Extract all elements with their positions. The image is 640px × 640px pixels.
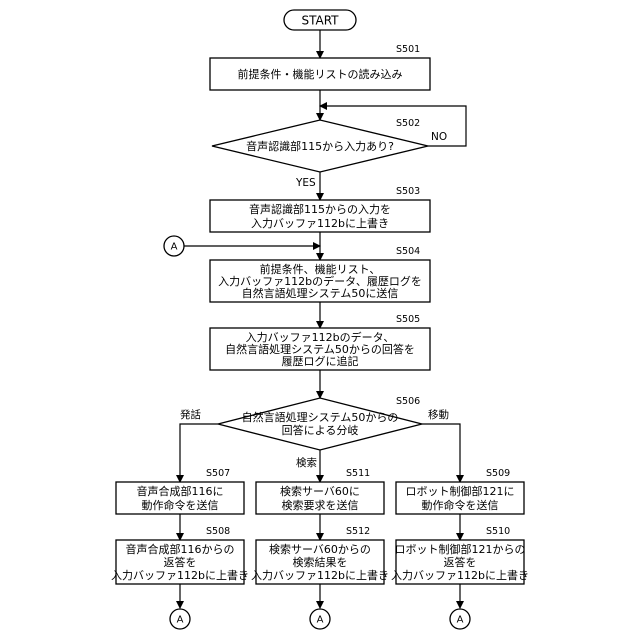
step-s505-text-2: 自然言語処理システム50からの回答を (225, 342, 415, 356)
step-s503-text-1: 音声認識部115からの入力を (249, 202, 391, 216)
step-s509-text-2: 動作命令を送信 (422, 498, 499, 512)
connector-a-exit-right-label: A (457, 615, 464, 626)
step-s509-id: S509 (486, 468, 510, 479)
step-s506-text-2: 回答による分岐 (282, 423, 359, 437)
step-s508-text-3: 入力バッファ112bに上書き (111, 568, 249, 582)
step-s501-id: S501 (396, 44, 420, 55)
step-s503-id: S503 (396, 186, 420, 197)
step-s504-text-2: 入力バッファ112bのデータ、履歴ログを (218, 274, 422, 288)
step-s511-text-1: 検索サーバ60に (280, 484, 360, 498)
step-s512-text-2: 検索結果を (293, 555, 348, 569)
branch-speech-label: 発話 (180, 408, 201, 421)
branch-move-label: 移動 (428, 408, 449, 421)
step-s507-id: S507 (206, 468, 230, 479)
step-s511-id: S511 (346, 468, 370, 479)
step-s507-text-1: 音声合成部116に (137, 484, 224, 498)
step-s504-text-3: 自然言語処理システム50に送信 (242, 286, 399, 300)
step-s503-text-2: 入力バッファ112bに上書き (251, 216, 389, 230)
step-s512-text-3: 入力バッファ112bに上書き (251, 568, 389, 582)
connector-a-exit-left-label: A (177, 615, 184, 626)
step-s512-id: S512 (346, 526, 370, 537)
step-s510-text-1: ロボット制御部121からの (395, 542, 526, 556)
step-s505-text-3: 履歴ログに追記 (282, 354, 359, 368)
step-s508-text-1: 音声合成部116からの (126, 542, 235, 556)
step-s510-text-3: 入力バッファ112bに上書き (391, 568, 529, 582)
step-s505-text-1: 入力バッファ112bのデータ、 (246, 330, 395, 344)
branch-search-label: 検索 (296, 456, 317, 469)
branch-no-label: NO (431, 131, 447, 143)
connector-a-exit-middle-label: A (317, 615, 324, 626)
step-s508-id: S508 (206, 526, 230, 537)
start-label: START (301, 14, 339, 28)
step-s504-id: S504 (396, 246, 420, 257)
step-s505-id: S505 (396, 314, 420, 325)
step-s508-text-2: 返答を (164, 555, 197, 569)
step-s511-text-2: 検索要求を送信 (282, 498, 359, 512)
connector-a-entry-label: A (171, 242, 178, 253)
step-s507-text-2: 動作命令を送信 (142, 498, 219, 512)
step-s502-id: S502 (396, 118, 420, 129)
step-s510-text-2: 返答を (444, 555, 477, 569)
step-s510-id: S510 (486, 526, 510, 537)
step-s501-text: 前提条件・機能リストの読み込み (238, 67, 403, 81)
step-s502-text: 音声認識部115から入力あり? (246, 139, 394, 153)
step-s506-text-1: 自然言語処理システム50からの (242, 410, 399, 424)
step-s512-text-1: 検索サーバ60からの (269, 542, 371, 556)
step-s506-id: S506 (396, 396, 420, 407)
step-s504-text-1: 前提条件、機能リスト、 (260, 262, 381, 276)
step-s509-text-1: ロボット制御部121に (406, 484, 515, 498)
branch-yes-label: YES (295, 177, 316, 189)
